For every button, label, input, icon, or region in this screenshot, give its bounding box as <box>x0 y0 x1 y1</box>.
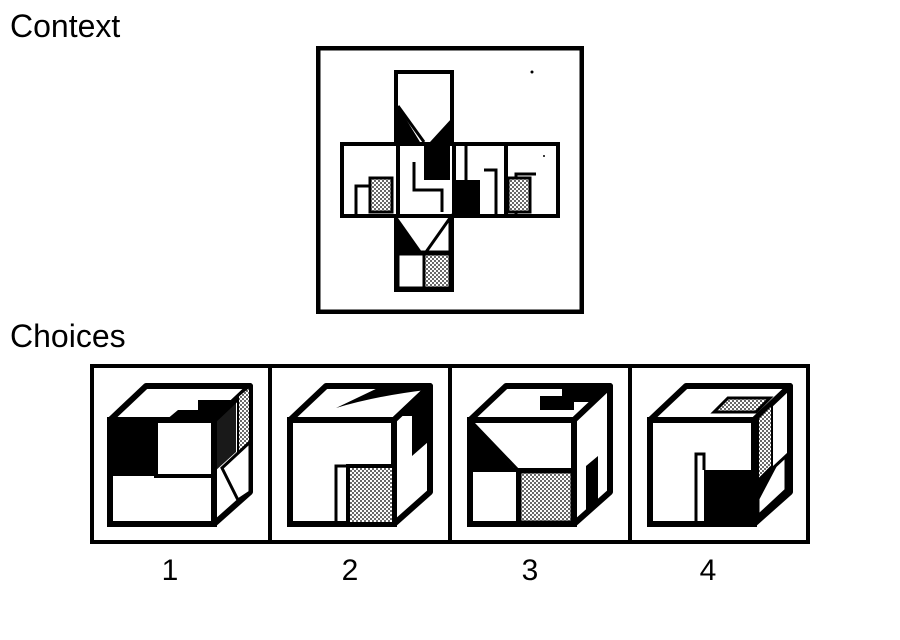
choice-1-cube <box>107 383 253 527</box>
choices-heading: Choices <box>10 318 126 354</box>
choice-label-1: 1 <box>161 554 179 587</box>
choice-4-cube <box>647 383 793 527</box>
net-face-back <box>504 142 560 218</box>
net-face-left <box>340 142 400 218</box>
choices-strip <box>90 364 810 544</box>
context-net-figure <box>316 46 584 314</box>
context-heading: Context <box>10 8 121 44</box>
choice-label-4: 4 <box>699 554 717 587</box>
net-face-center <box>396 142 456 218</box>
choice-label-3: 3 <box>521 554 539 587</box>
net-face-right <box>452 142 508 218</box>
choice-3-cube <box>467 383 613 527</box>
net-face-top <box>394 70 454 146</box>
choice-label-2: 2 <box>341 554 359 587</box>
net-face-bottom <box>394 213 454 292</box>
choice-2-cube <box>287 383 433 527</box>
